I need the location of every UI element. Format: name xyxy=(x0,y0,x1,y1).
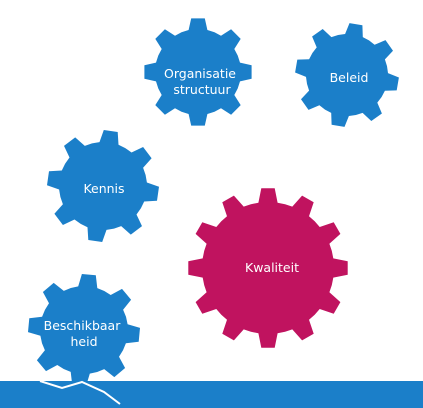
svg-text:Kwaliteit: Kwaliteit xyxy=(245,260,299,275)
gear-beschikbaarheid-shape xyxy=(28,274,140,386)
svg-text:Kennis: Kennis xyxy=(83,181,124,196)
gear-kennis: Kennis xyxy=(47,130,159,242)
gear-kennis-label: Kennis xyxy=(83,181,124,196)
gear-kwaliteit-label: Kwaliteit xyxy=(245,260,299,275)
gear-beleid-shape xyxy=(295,23,399,127)
gear-kwaliteit-shape xyxy=(188,188,348,348)
gear-beschikbaarheid-label-line2: heid xyxy=(70,334,97,349)
bottom-band xyxy=(0,381,423,408)
svg-text:Organisatie structuur: Organisatie structuur xyxy=(164,66,240,97)
svg-text:Beschikbaar heid: Beschikbaar heid xyxy=(44,318,125,349)
gear-base-outline xyxy=(39,380,121,405)
gear-organisatiestructuur-label-line1: Organisatie xyxy=(164,66,236,81)
gear-organisatiestructuur-label-line2: structuur xyxy=(173,82,231,97)
gear-beleid: Beleid xyxy=(295,23,399,127)
gear-beschikbaarheid: Beschikbaar heid xyxy=(28,274,140,386)
gear-kennis-shape xyxy=(47,130,159,242)
gear-organisatiestructuur-shape xyxy=(144,18,252,126)
gear-beleid-label: Beleid xyxy=(330,70,369,85)
svg-text:Beleid: Beleid xyxy=(330,70,369,85)
gear-beschikbaarheid-label-line1: Beschikbaar xyxy=(44,318,122,333)
gear-kwaliteit: Kwaliteit xyxy=(188,188,348,348)
gear-organisatiestructuur: Organisatie structuur xyxy=(144,18,252,126)
